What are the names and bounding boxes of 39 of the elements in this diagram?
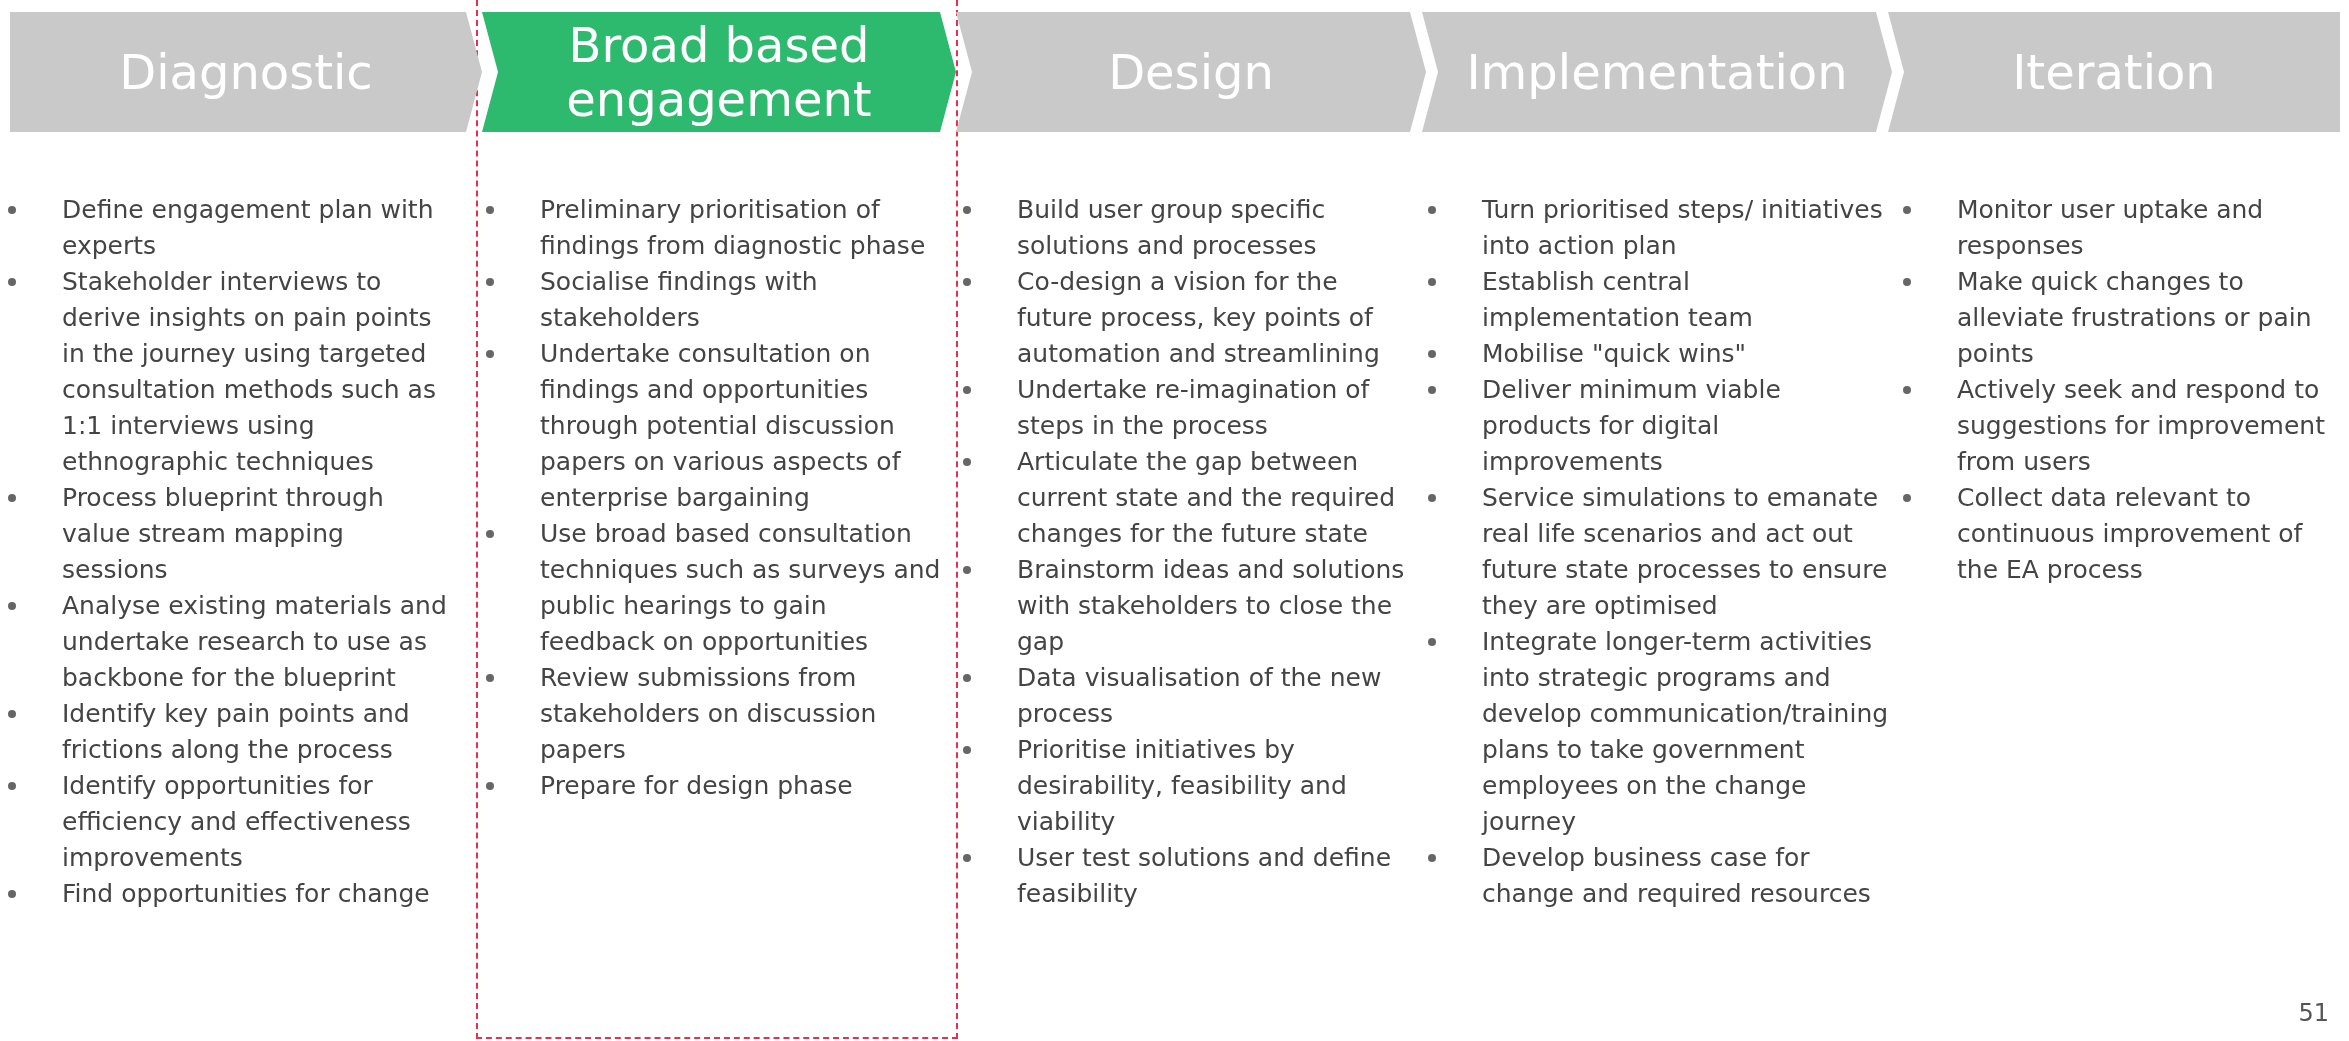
bullet-item: Socialise findings with stakeholders [540,264,948,336]
bullet-item: Establish central implementation team [1482,264,1890,336]
bullet-item: Service simulations to emanate real life scenarios and act out future state processes to ensure they are optimised [1482,480,1890,624]
bullet-item: Undertake re-imagination of steps in the process [1017,372,1420,444]
phase-header [1888,12,2340,132]
bullet-item: Monitor user uptake and responses [1957,192,2335,264]
bullet-item: Data visualisation of the new process [1017,660,1420,732]
bullet-item: Collect data relevant to continuous improvement of the EA process [1957,480,2335,588]
phase-title: Broad based engagement [565,18,873,126]
bullet-item: User test solutions and define feasibility [1017,840,1420,912]
bullet-item: Articulate the gap between current state and the required changes for the future state [1017,444,1420,552]
bullet-item: Find opportunities for change [62,876,455,912]
bullet-item: Use broad based consultation techniques such as surveys and public hearings to gain feedback on opportunities [540,516,948,660]
phase-header [956,12,1426,132]
phase-header [10,12,482,132]
bullet-item: Review submissions from stakeholders on discussion papers [540,660,948,768]
bullet-item: Mobilise "quick wins" [1482,336,1890,372]
bullet-item: Preliminary prioritisation of findings from diagnostic phase [540,192,948,264]
bullet-item: Turn prioritised steps/ initiatives into action plan [1482,192,1890,264]
bullet-item: Prepare for design phase [540,768,948,804]
bullet-item: Identify key pain points and frictions along the process [62,696,455,768]
bullet-item: Process blueprint through value stream mapping sessions [62,480,455,588]
bullet-item: Brainstorm ideas and solutions with stakeholders to close the gap [1017,552,1420,660]
bullet-item: Develop business case for change and required resources [1482,840,1890,912]
bullet-item: Integrate longer-term activities into strategic programs and develop communication/training plans to take government employees on the change journey [1482,624,1890,840]
bullet-item: Deliver minimum viable products for digital improvements [1482,372,1890,480]
bullet-item: Stakeholder interviews to derive insights on pain points in the journey using targeted consultation methods such as 1:1 interviews using ethnographic techniques [62,264,455,480]
bullet-item: Analyse existing materials and undertake research to use as backbone for the blueprint [62,588,455,696]
bullet-item: Actively seek and respond to suggestions for improvement from users [1957,372,2335,480]
bullet-item: Undertake consultation on findings and opportunities through potential discussion papers on various aspects of enterprise bargaining [540,336,948,516]
bullet-item: Build user group specific solutions and processes [1017,192,1420,264]
page-number: 51 [2298,999,2329,1027]
bullet-item: Identify opportunities for efficiency and effectiveness improvements [62,768,455,876]
bullet-item: Define engagement plan with experts [62,192,455,264]
bullet-item: Co-design a vision for the future process, key points of automation and streamlining [1017,264,1420,372]
phase-header [1422,12,1892,132]
phase-header [482,12,956,132]
bullet-item: Prioritise initiatives by desirability, feasibility and viability [1017,732,1420,840]
bullet-item: Make quick changes to alleviate frustrations or pain points [1957,264,2335,372]
